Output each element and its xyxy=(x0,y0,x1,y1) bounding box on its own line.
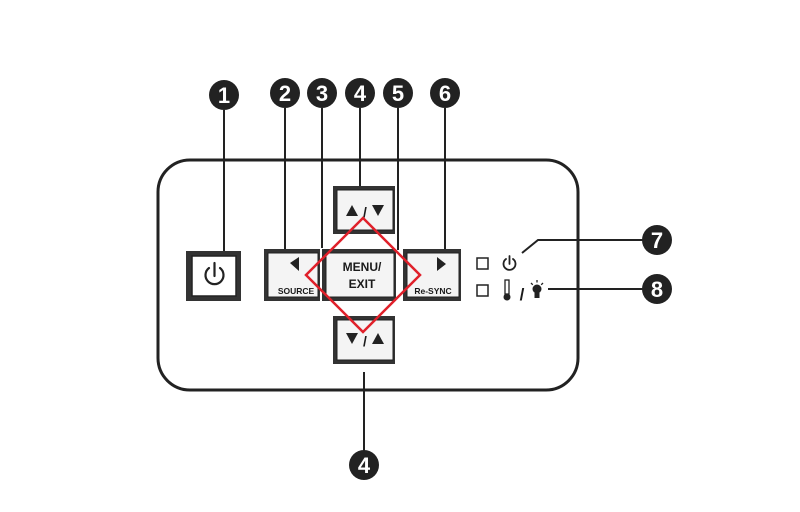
callout-3: 3 xyxy=(307,78,337,108)
svg-text:7: 7 xyxy=(651,228,663,253)
callout-6: 6 xyxy=(430,78,460,108)
triangle-up-down-icon xyxy=(346,205,384,216)
callout-4-bottom: 4 xyxy=(349,450,379,480)
highlight-diamond xyxy=(304,216,422,334)
resync-button-label: Re-SYNC xyxy=(414,286,451,296)
svg-text:1: 1 xyxy=(218,83,230,108)
exit-label: EXIT xyxy=(349,277,376,291)
svg-text:8: 8 xyxy=(651,277,663,302)
source-left-button[interactable]: SOURCE xyxy=(264,249,320,301)
power-icon xyxy=(204,261,225,286)
callout-8: 8 xyxy=(642,274,672,304)
thermometer-icon xyxy=(503,279,511,301)
svg-text:4: 4 xyxy=(358,453,371,478)
temp-lamp-led-box xyxy=(476,284,489,297)
down-keystone-separator: / xyxy=(363,333,367,349)
triangle-left-icon xyxy=(290,257,299,271)
triangle-right-icon xyxy=(437,257,446,271)
led-indicators: / xyxy=(476,255,544,304)
menu-exit-button[interactable]: MENU/ EXIT xyxy=(322,249,396,301)
leader-line-7 xyxy=(521,239,650,254)
svg-text:3: 3 xyxy=(316,81,328,106)
up-keystone-separator: / xyxy=(363,204,367,220)
callout-7: 7 xyxy=(642,225,672,255)
callout-4: 4 xyxy=(345,78,375,108)
lamp-icon xyxy=(530,280,544,298)
power-button[interactable] xyxy=(186,251,241,301)
down-keystone-button[interactable]: / xyxy=(333,316,395,364)
power-led-icon xyxy=(502,255,517,271)
up-keystone-button[interactable]: / xyxy=(333,186,395,234)
callout-2: 2 xyxy=(270,78,300,108)
callout-1: 1 xyxy=(209,80,239,110)
svg-text:6: 6 xyxy=(439,81,451,106)
power-led-box xyxy=(476,257,489,270)
leader-lines xyxy=(223,108,650,452)
menu-label: MENU/ xyxy=(343,260,382,274)
svg-text:5: 5 xyxy=(392,81,404,106)
callout-5: 5 xyxy=(383,78,413,108)
svg-text:4: 4 xyxy=(354,81,367,106)
svg-text:2: 2 xyxy=(279,81,291,106)
source-button-label: SOURCE xyxy=(278,286,315,296)
triangle-down-up-icon xyxy=(346,333,384,344)
temp-lamp-separator: / xyxy=(520,285,525,304)
resync-right-button[interactable]: Re-SYNC xyxy=(403,249,461,301)
